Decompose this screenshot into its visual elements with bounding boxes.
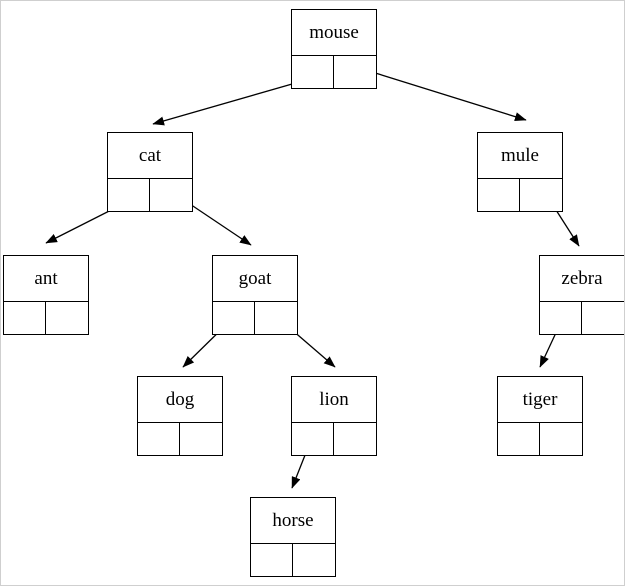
node-label-tiger: tiger (498, 377, 582, 423)
node-label-horse: horse (251, 498, 335, 544)
right-pointer-cell-lion[interactable] (334, 423, 376, 455)
tree-node-cat[interactable]: cat (107, 132, 193, 212)
right-pointer-cell-mule[interactable] (520, 179, 562, 211)
right-pointer-cell-tiger[interactable] (540, 423, 582, 455)
right-pointer-cell-dog[interactable] (180, 423, 222, 455)
tree-node-horse[interactable]: horse (250, 497, 336, 577)
edge-mouse-to-cat (152, 77, 314, 126)
node-pointers-tiger (498, 423, 582, 455)
node-label-lion: lion (292, 377, 376, 423)
node-pointers-mouse (292, 56, 376, 88)
edge-mouse-to-mule (355, 66, 527, 122)
tree-node-lion[interactable]: lion (291, 376, 377, 456)
node-pointers-cat (108, 179, 192, 211)
right-pointer-cell-cat[interactable] (150, 179, 192, 211)
right-pointer-cell-ant[interactable] (46, 302, 88, 334)
tree-node-mule[interactable]: mule (477, 132, 563, 212)
node-label-ant: ant (4, 256, 88, 302)
tree-node-tiger[interactable]: tiger (497, 376, 583, 456)
node-pointers-lion (292, 423, 376, 455)
left-pointer-cell-horse[interactable] (251, 544, 293, 576)
node-pointers-zebra (540, 302, 624, 334)
left-pointer-cell-lion[interactable] (292, 423, 334, 455)
node-pointers-mule (478, 179, 562, 211)
right-pointer-cell-mouse[interactable] (334, 56, 376, 88)
node-pointers-dog (138, 423, 222, 455)
node-label-dog: dog (138, 377, 222, 423)
left-pointer-cell-mule[interactable] (478, 179, 520, 211)
right-pointer-cell-horse[interactable] (293, 544, 335, 576)
tree-node-ant[interactable]: ant (3, 255, 89, 335)
left-pointer-cell-zebra[interactable] (540, 302, 582, 334)
left-pointer-cell-mouse[interactable] (292, 56, 334, 88)
left-pointer-cell-cat[interactable] (108, 179, 150, 211)
node-label-mouse: mouse (292, 10, 376, 56)
right-pointer-cell-goat[interactable] (255, 302, 297, 334)
node-label-cat: cat (108, 133, 192, 179)
right-pointer-cell-zebra[interactable] (582, 302, 624, 334)
tree-node-dog[interactable]: dog (137, 376, 223, 456)
tree-node-goat[interactable]: goat (212, 255, 298, 335)
tree-node-zebra[interactable]: zebra (539, 255, 624, 335)
node-label-zebra: zebra (540, 256, 624, 302)
node-label-mule: mule (478, 133, 562, 179)
node-label-goat: goat (213, 256, 297, 302)
node-pointers-horse (251, 544, 335, 576)
node-pointers-ant (4, 302, 88, 334)
left-pointer-cell-dog[interactable] (138, 423, 180, 455)
node-pointers-goat (213, 302, 297, 334)
left-pointer-cell-ant[interactable] (4, 302, 46, 334)
left-pointer-cell-goat[interactable] (213, 302, 255, 334)
left-pointer-cell-tiger[interactable] (498, 423, 540, 455)
tree-node-mouse[interactable]: mouse (291, 9, 377, 89)
